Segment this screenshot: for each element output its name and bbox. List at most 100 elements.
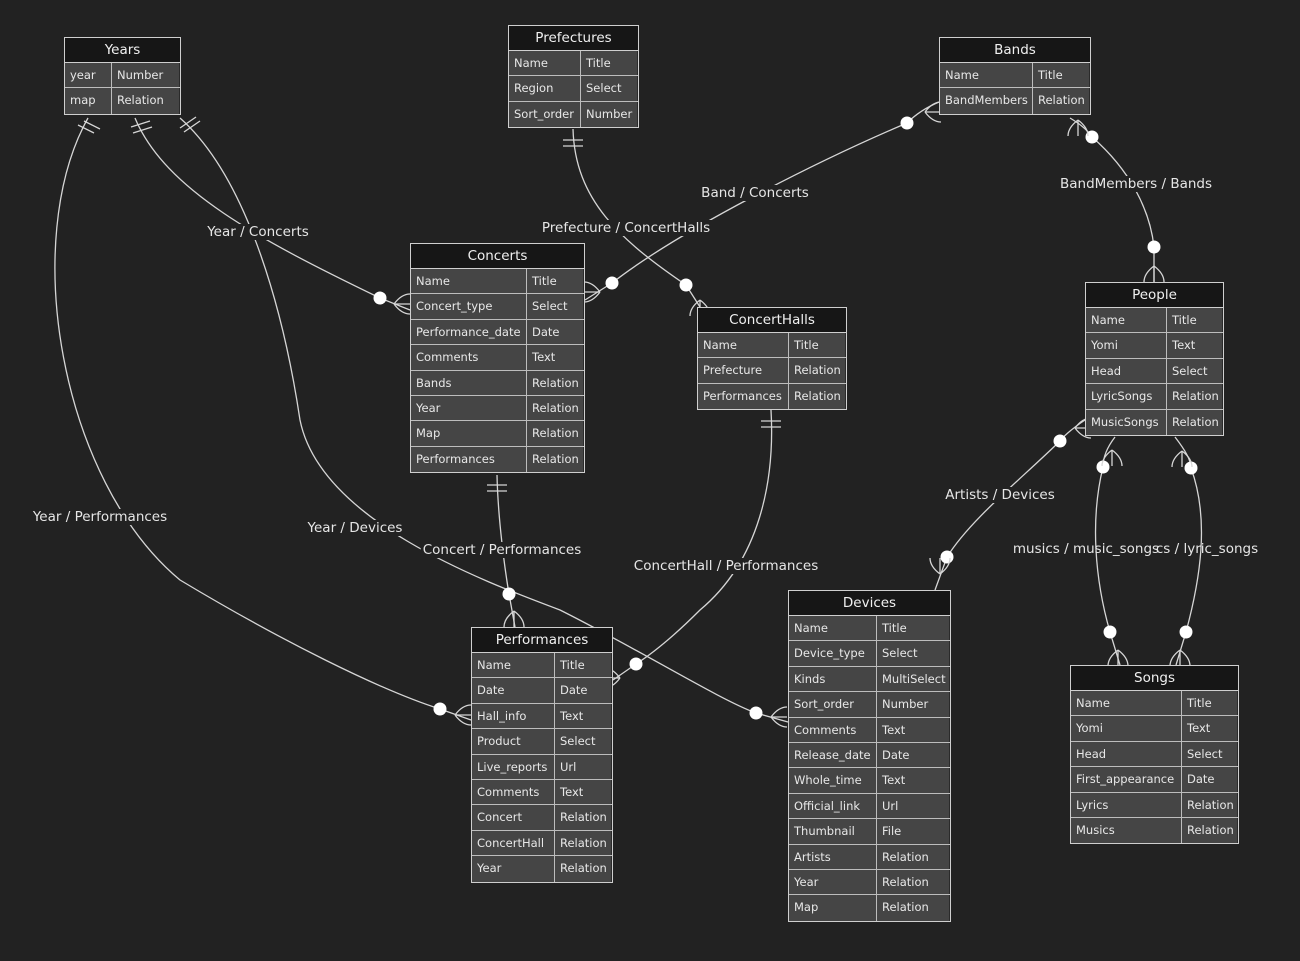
- entity-title: Concerts: [411, 244, 584, 269]
- attribute-name: Comments: [411, 345, 527, 370]
- attribute-type: Relation: [527, 370, 583, 395]
- attribute-type: Text: [527, 345, 583, 370]
- attribute-name: Name: [940, 63, 1033, 88]
- many-marker: [1169, 649, 1191, 667]
- one-marker: [179, 116, 197, 129]
- attribute-name: Concert: [472, 805, 555, 830]
- attribute-name: Hall_info: [472, 703, 555, 729]
- attribute-type: Relation: [877, 895, 949, 921]
- many-marker: [583, 281, 601, 303]
- many-marker: [1101, 449, 1123, 467]
- attribute-type: Relation: [789, 358, 845, 383]
- many-marker: [393, 293, 411, 315]
- entity-title: Devices: [789, 591, 950, 616]
- attribute-name: BandMembers: [940, 88, 1033, 114]
- attribute-name: Musics: [1071, 817, 1182, 844]
- attribute-type: Number: [112, 63, 179, 88]
- attribute-name: Sort_order: [789, 692, 877, 717]
- attribute-type: Number: [581, 101, 637, 128]
- attribute-type: Relation: [112, 88, 179, 114]
- attribute-name: Date: [472, 678, 555, 703]
- attribute-name: First_appearance: [1071, 767, 1182, 792]
- many-marker: [1067, 119, 1089, 137]
- zero-marker: [900, 116, 914, 130]
- attribute-name: Name: [1086, 308, 1167, 333]
- attribute-type: Select: [877, 641, 949, 666]
- zero-marker: [1179, 625, 1193, 639]
- many-marker: [454, 704, 472, 726]
- attribute-name: Prefecture: [698, 358, 789, 383]
- attribute-type: Title: [1167, 308, 1222, 333]
- entity-title: ConcertHalls: [698, 308, 846, 333]
- attribute-name: Live_reports: [472, 754, 555, 779]
- edge-concerthall-performances: [612, 409, 773, 681]
- attribute-type: Title: [877, 616, 949, 641]
- attribute-type: MultiSelect: [877, 666, 949, 692]
- attribute-name: Name: [1071, 691, 1182, 716]
- attribute-type: Title: [789, 333, 845, 358]
- attribute-name: Name: [509, 51, 581, 76]
- attribute-name: Device_type: [789, 641, 877, 666]
- attribute-name: Year: [789, 869, 877, 895]
- attribute-type: Select: [527, 294, 583, 319]
- many-marker: [503, 610, 525, 628]
- attribute-type: Relation: [789, 383, 845, 410]
- attribute-name: LyricSongs: [1086, 384, 1167, 409]
- edge-label-artists-devices: Artists / Devices: [943, 487, 1057, 503]
- edge-bandmembers-bands: [1069, 117, 1155, 282]
- one-marker: [83, 120, 101, 130]
- attribute-type: Relation: [1033, 88, 1089, 114]
- attribute-name: Official_link: [789, 793, 877, 819]
- zero-marker: [605, 276, 619, 290]
- attribute-type: Relation: [555, 856, 611, 882]
- edge-label-concert-performances: Concert / Performances: [420, 542, 584, 558]
- entity-title: People: [1086, 283, 1223, 308]
- attribute-name: Head: [1071, 741, 1182, 767]
- attribute-type: Url: [555, 754, 611, 779]
- attribute-name: Performances: [698, 383, 789, 410]
- edge-artists-devices: [934, 419, 1086, 591]
- attribute-name: map: [65, 88, 112, 114]
- attribute-name: Map: [411, 421, 527, 446]
- entity-title: Songs: [1071, 666, 1238, 691]
- zero-marker: [373, 291, 387, 305]
- entity-title: Prefectures: [509, 26, 638, 51]
- edge-lyric-songs: [1174, 436, 1203, 666]
- one-marker: [132, 126, 153, 134]
- attribute-type: Select: [1167, 358, 1222, 384]
- attribute-type: Relation: [527, 446, 583, 473]
- attribute-name: Name: [789, 616, 877, 641]
